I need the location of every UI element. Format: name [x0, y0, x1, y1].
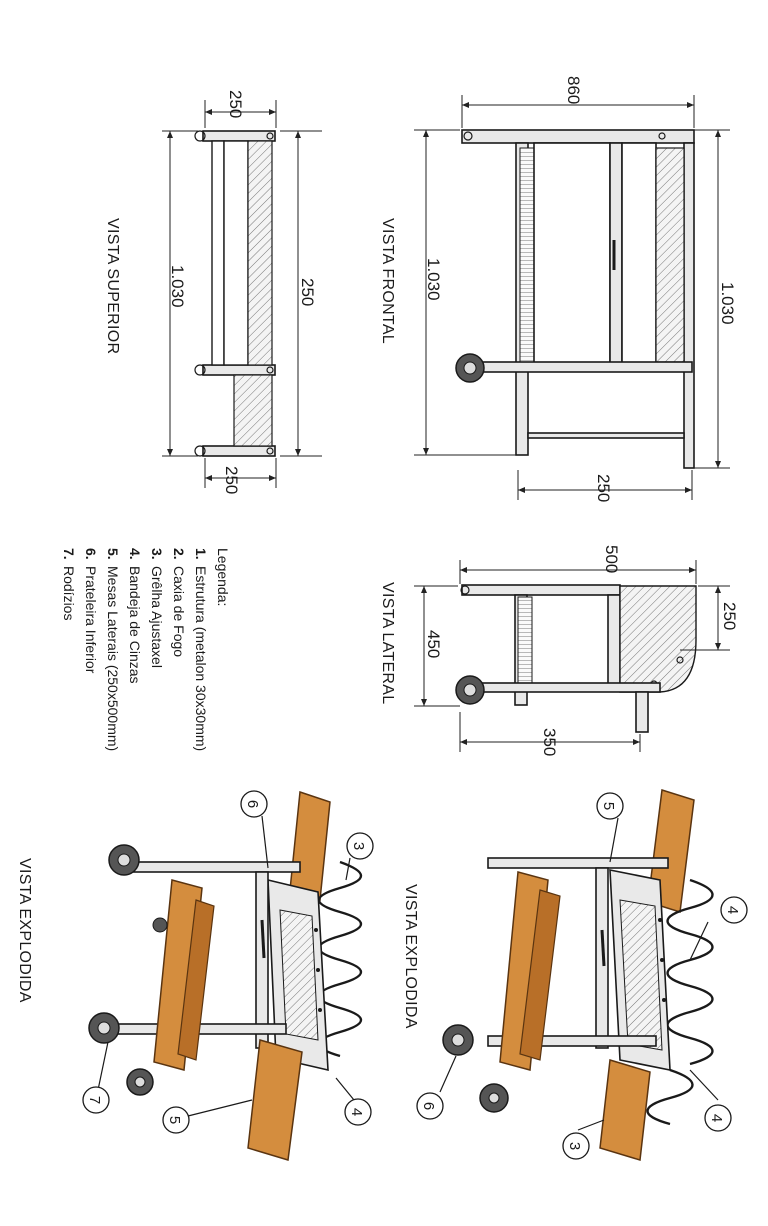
callout-e2-4: 4	[348, 1108, 365, 1116]
legend-num-6: 6.	[83, 548, 99, 560]
dim-lateral-left: 450	[424, 630, 443, 658]
exploded-view-2-drawing	[88, 790, 362, 1161]
legend-item-2: Caxia de Fogo	[171, 566, 187, 657]
dim-lateral-bottom: 350	[540, 728, 559, 756]
legend: Legenda: 1. Estrutura (metalon 30x30mm) …	[61, 548, 231, 751]
legend-num-7: 7.	[61, 548, 77, 560]
callout-e1-3: 3	[566, 1142, 583, 1150]
legend-num-2: 2.	[171, 548, 187, 560]
title-vista-explodida-1: VISTA EXPLODIDA	[402, 884, 419, 1029]
callout-e2-3: 3	[350, 842, 367, 850]
callout-e2-7: 7	[86, 1096, 103, 1104]
dim-superior-left: 1.030	[168, 265, 187, 308]
legend-num-1: 1.	[193, 548, 209, 560]
vista-superior-dimensions	[162, 100, 322, 488]
callout-e2-5: 5	[166, 1116, 183, 1124]
vista-lateral-dimensions	[414, 560, 730, 752]
vista-frontal-drawing	[455, 129, 695, 469]
exploded-view-1-callouts: 5 4 4 6 3	[416, 792, 748, 1160]
dim-lateral-top: 500	[602, 545, 621, 573]
callout-e1-4b: 4	[708, 1114, 725, 1122]
legend-num-4: 4.	[127, 548, 143, 560]
dim-superior-top: 250	[226, 90, 245, 118]
legend-item-1: Estrutura (metalon 30x30mm)	[193, 566, 209, 751]
exploded-view-1-drawing	[439, 789, 719, 1161]
dim-frontal-bottom: 250	[594, 474, 613, 502]
callout-e1-5: 5	[600, 802, 617, 810]
vista-superior-drawing	[194, 130, 276, 457]
legend-title: Legenda:	[215, 548, 231, 606]
callout-e1-6: 6	[420, 1102, 437, 1110]
legend-item-3: Grêlha Ajustaxel	[149, 566, 165, 668]
title-vista-frontal: VISTA FRONTAL	[379, 218, 396, 344]
legend-num-5: 5.	[105, 548, 121, 560]
title-vista-explodida-2: VISTA EXPLODIDA	[16, 858, 33, 1003]
dim-superior-bottom: 250	[222, 466, 241, 494]
legend-item-5: Mesas Laterais (250x500mm)	[105, 566, 121, 751]
legend-num-3: 3.	[149, 548, 165, 560]
legend-item-4: Bandeja de Cinzas	[127, 566, 143, 684]
dim-frontal-height-right: 1.030	[718, 282, 737, 325]
callout-e2-6: 6	[244, 800, 261, 808]
title-vista-superior: VISTA SUPERIOR	[104, 218, 121, 354]
callout-e1-4a: 4	[724, 906, 741, 914]
vista-frontal-dimensions	[414, 95, 730, 500]
title-vista-lateral: VISTA LATERAL	[379, 582, 396, 704]
dim-frontal-width: 860	[564, 76, 583, 104]
dim-frontal-height-left: 1.030	[424, 258, 443, 301]
legend-item-6: Prateleira Inferior	[83, 566, 99, 674]
dim-lateral-right: 250	[720, 602, 739, 630]
dim-superior-right: 250	[298, 278, 317, 306]
exploded-view-2-callouts: 6 3 4 7 5	[82, 790, 374, 1134]
vista-lateral-drawing	[455, 584, 697, 733]
legend-item-7: Rodízios	[61, 566, 77, 620]
